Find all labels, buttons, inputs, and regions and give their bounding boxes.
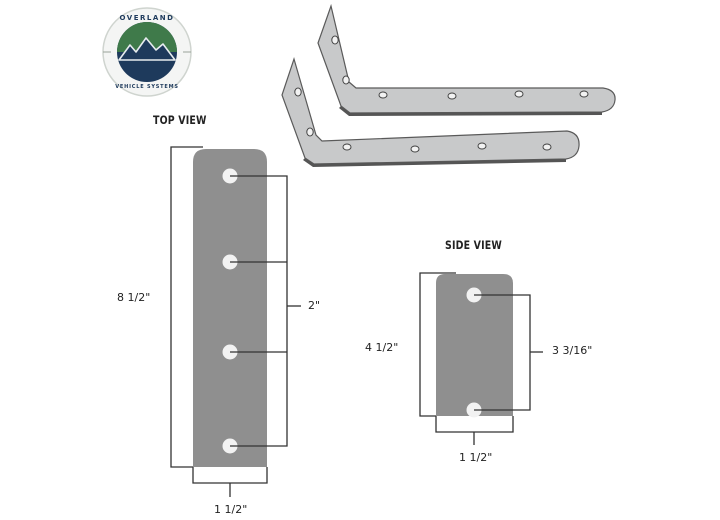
side-view-width-label: 1 1/2": [459, 451, 493, 464]
top-view-hole-spacing-label: 2": [308, 299, 321, 312]
top-view-plate: [193, 149, 267, 467]
top-view-width-label: 1 1/2": [214, 503, 248, 516]
top-view-title: TOP VIEW: [153, 113, 207, 127]
side-view-title: SIDE VIEW: [445, 238, 502, 252]
logo-text-bottom: VEHICLE SYSTEMS: [115, 84, 179, 90]
side-view-dimensions: [419, 272, 543, 445]
angle-bracket-front: [281, 56, 580, 167]
top-view-dimensions: [170, 146, 301, 497]
logo-text-top: OVERLAND: [119, 14, 175, 22]
side-view-length-label: 4 1/2": [365, 341, 399, 354]
top-view-length-label: 8 1/2": [117, 291, 151, 304]
side-view-hole-spacing-label: 3 3/16": [552, 344, 593, 357]
angle-bracket-back: [317, 3, 616, 116]
overland-logo: [102, 7, 192, 97]
